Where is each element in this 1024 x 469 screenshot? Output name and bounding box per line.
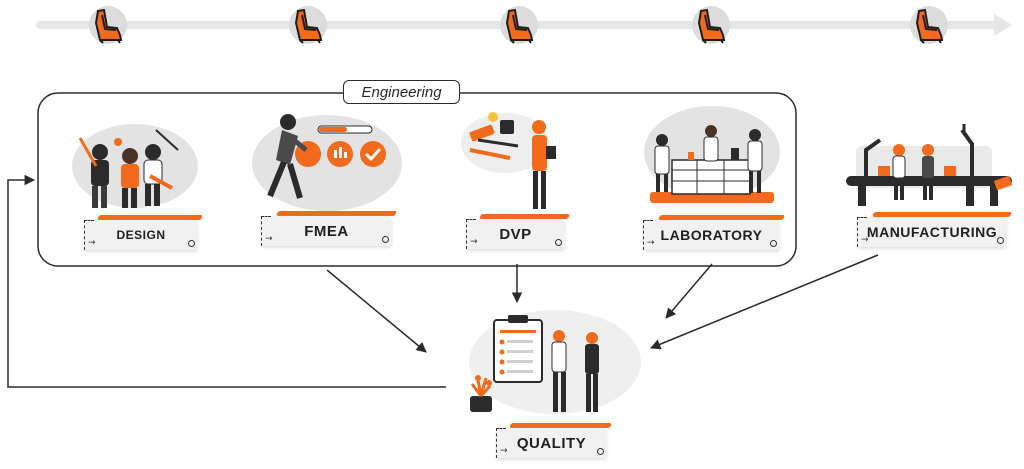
arrow-fmea-to-quality [326, 269, 427, 353]
milestone-seat-icon [88, 5, 128, 45]
arrow-icon: → [647, 238, 655, 248]
manufacturing-stage-card: MANUFACTURING → [857, 212, 1013, 247]
fmea-stage-label: FMEA [304, 222, 349, 240]
laboratory-illustration [644, 106, 780, 203]
laboratory-stage-card: LABORATORY → [643, 215, 786, 250]
ring-icon [597, 448, 604, 455]
manufacturing-illustration [846, 124, 1013, 206]
arrow-icon: → [265, 234, 273, 244]
ring-icon [770, 240, 777, 247]
arrow-icon: → [861, 235, 869, 245]
design-stage-label: DESIGN [116, 228, 166, 242]
ring-icon [997, 237, 1004, 244]
fmea-stage-card: FMEA → [261, 211, 398, 246]
ring-icon [555, 239, 562, 246]
arrow-icon: → [500, 446, 508, 456]
milestone-seat-icon [499, 5, 539, 45]
quality-illustration [469, 310, 641, 414]
arrow-icon: → [470, 237, 478, 247]
milestone-seat-icon [909, 5, 949, 45]
timeline-arrowhead [994, 14, 1012, 36]
dvp-stage-card: DVP → [466, 214, 571, 249]
dvp-illustration [461, 112, 556, 209]
timeline [36, 5, 1012, 45]
arrow-icon: → [88, 238, 96, 248]
milestone-seat-icon [288, 5, 328, 45]
milestone-seat-icon [691, 5, 731, 45]
ring-icon [382, 236, 389, 243]
quality-stage-card: QUALITY → [496, 423, 613, 458]
fmea-illustration [252, 114, 402, 211]
manufacturing-stage-label: MANUFACTURING [866, 224, 998, 240]
feedback-loop-arrow [7, 174, 446, 388]
design-stage-card: DESIGN → [84, 215, 204, 250]
quality-stage-label: QUALITY [516, 434, 587, 452]
arrow-laboratory-to-quality [665, 263, 713, 319]
dvp-stage-label: DVP [499, 225, 532, 243]
engineering-group-label: Engineering [343, 80, 460, 104]
laboratory-stage-label: LABORATORY [660, 227, 763, 243]
ring-icon [188, 240, 195, 247]
arrow-manufacturing-to-quality [650, 254, 879, 350]
design-illustration [72, 124, 198, 208]
